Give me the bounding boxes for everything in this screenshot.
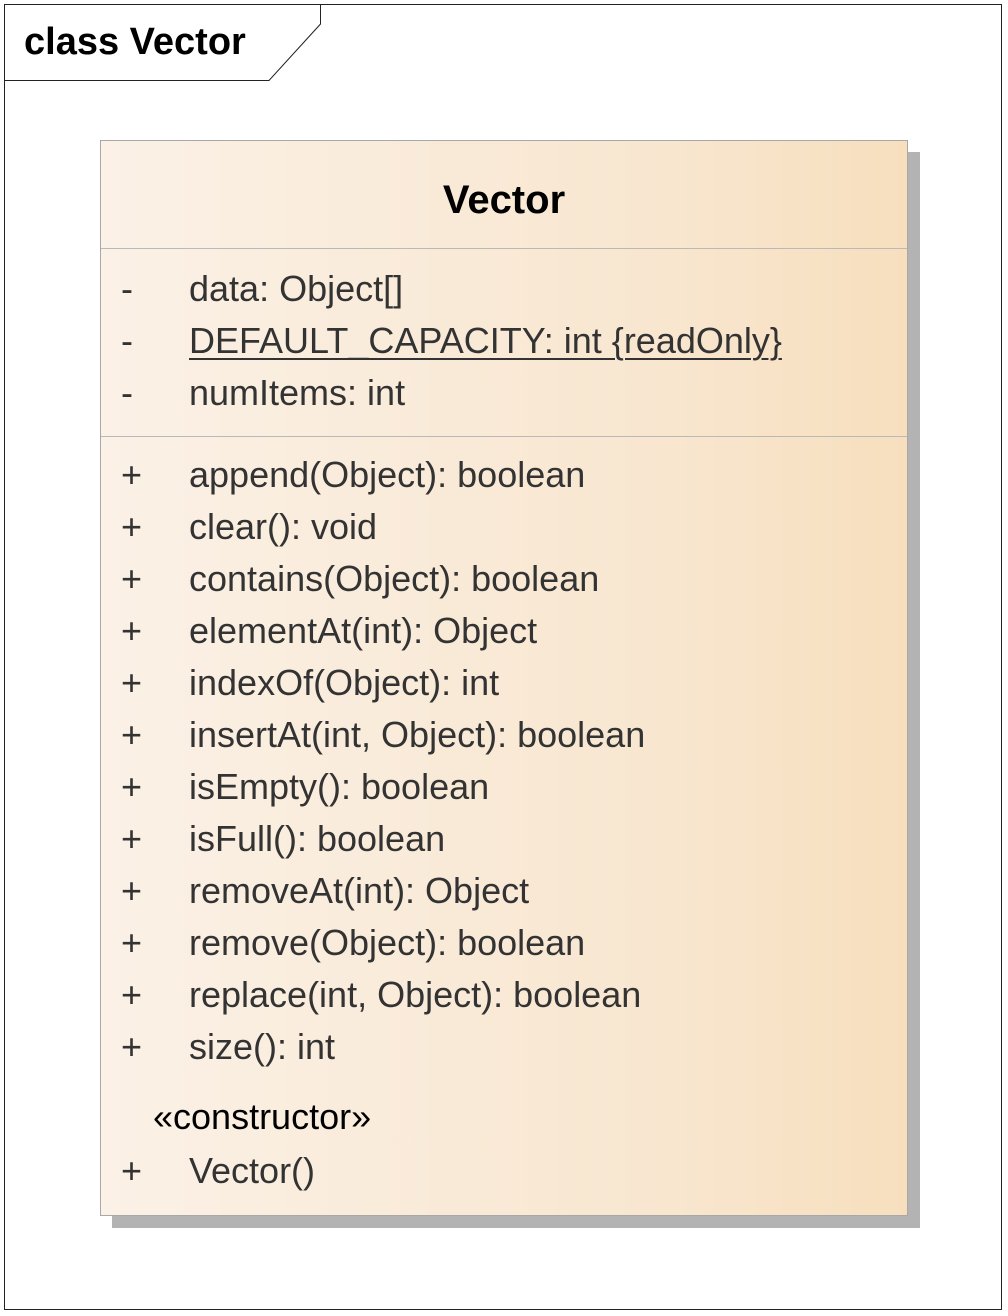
- attributes-compartment: - data: Object[] - DEFAULT_CAPACITY: int {r…: [101, 263, 907, 419]
- visibility-marker: +: [121, 662, 143, 703]
- visibility-marker: -: [121, 372, 133, 413]
- operation-row[interactable]: + contains(Object): boolean: [101, 553, 907, 605]
- attributes-divider: [101, 248, 907, 249]
- visibility-marker: +: [121, 1026, 143, 1067]
- member-signature: isFull(): boolean: [189, 818, 446, 859]
- member-signature: isEmpty(): boolean: [189, 766, 490, 807]
- class-box-vector[interactable]: Vector - data: Object[] - DEFAULT_CAPACITY:…: [100, 140, 908, 1216]
- member-signature: clear(): void: [189, 506, 378, 547]
- visibility-marker: +: [121, 922, 143, 963]
- class-name: Vector: [442, 178, 566, 222]
- visibility-marker: +: [121, 818, 143, 859]
- member-signature: Vector(): [189, 1150, 316, 1191]
- operation-row[interactable]: + insertAt(int, Object): boolean: [101, 709, 907, 761]
- member-signature: data: Object[]: [189, 268, 404, 309]
- member-signature: numItems: int: [189, 372, 406, 413]
- operation-row[interactable]: + indexOf(Object): int: [101, 657, 907, 709]
- operations-compartment: + append(Object): boolean + clear(): void + c…: [101, 449, 907, 1073]
- visibility-marker: +: [121, 506, 143, 547]
- frame-name-tab: class Vector: [4, 4, 324, 82]
- visibility-marker: +: [121, 558, 143, 599]
- visibility-marker: -: [121, 320, 133, 361]
- visibility-marker: +: [121, 610, 143, 651]
- member-signature: append(Object): boolean: [189, 454, 586, 495]
- member-signature: size(): int: [189, 1026, 336, 1067]
- member-signature: indexOf(Object): int: [189, 662, 500, 703]
- operation-row[interactable]: + clear(): void: [101, 501, 907, 553]
- visibility-marker: +: [121, 714, 143, 755]
- operation-row[interactable]: + isFull(): boolean: [101, 813, 907, 865]
- operation-row[interactable]: + removeAt(int): Object: [101, 865, 907, 917]
- member-signature: insertAt(int, Object): boolean: [189, 714, 646, 755]
- visibility-marker: +: [121, 454, 143, 495]
- attribute-row[interactable]: - numItems: int: [101, 367, 907, 419]
- operation-row[interactable]: + remove(Object): boolean: [101, 917, 907, 969]
- operation-row[interactable]: + elementAt(int): Object: [101, 605, 907, 657]
- constructors-compartment: «constructor» + Vector(): [101, 1089, 907, 1197]
- attribute-row[interactable]: - data: Object[]: [101, 263, 907, 315]
- frame-title: class Vector: [24, 21, 246, 63]
- visibility-marker: +: [121, 1150, 143, 1191]
- visibility-marker: +: [121, 766, 143, 807]
- constructor-list: + Vector(): [101, 1145, 907, 1197]
- attribute-row[interactable]: - DEFAULT_CAPACITY: int {readOnly}: [101, 315, 907, 367]
- frame-tab-outline: [4, 4, 321, 81]
- constructor-stereotype: «constructor»: [153, 1096, 372, 1137]
- member-signature: remove(Object): boolean: [189, 922, 586, 963]
- member-signature: contains(Object): boolean: [189, 558, 600, 599]
- operation-row[interactable]: + isEmpty(): boolean: [101, 761, 907, 813]
- constructor-row[interactable]: + Vector(): [101, 1145, 907, 1197]
- member-signature: removeAt(int): Object: [189, 870, 530, 911]
- visibility-marker: +: [121, 974, 143, 1015]
- operation-row[interactable]: + append(Object): boolean: [101, 449, 907, 501]
- operation-row[interactable]: + replace(int, Object): boolean: [101, 969, 907, 1021]
- visibility-marker: -: [121, 268, 133, 309]
- visibility-marker: +: [121, 870, 143, 911]
- member-signature: DEFAULT_CAPACITY: int {readOnly}: [189, 320, 782, 361]
- operation-row[interactable]: + size(): int: [101, 1021, 907, 1073]
- operations-divider: [101, 436, 907, 437]
- member-signature: elementAt(int): Object: [189, 610, 538, 651]
- member-signature: replace(int, Object): boolean: [189, 974, 642, 1015]
